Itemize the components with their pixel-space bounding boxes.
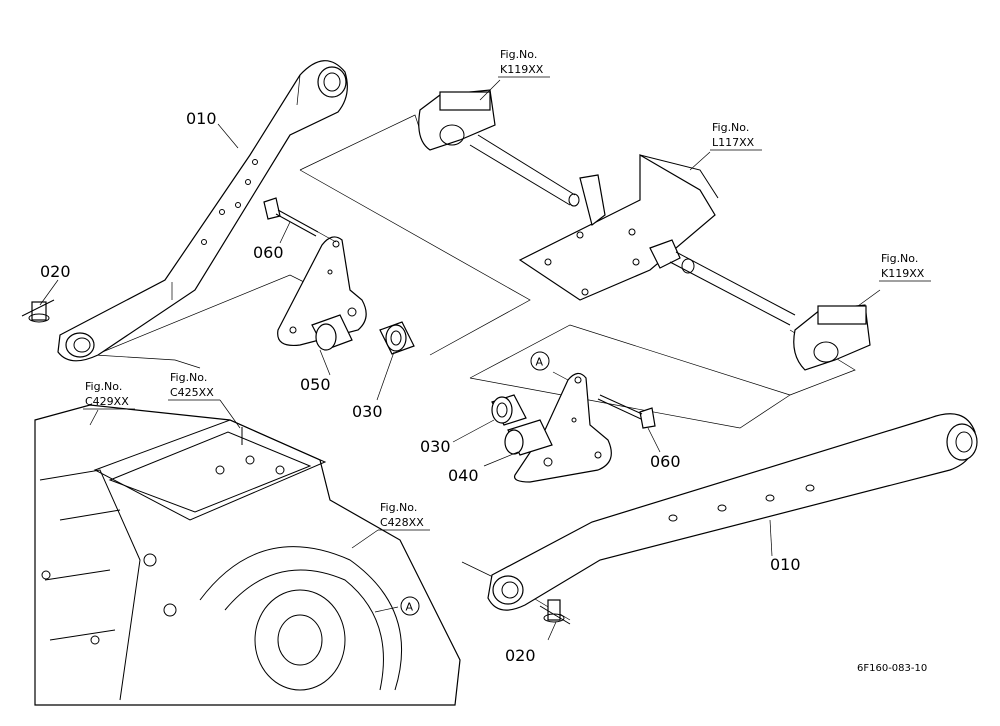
lynch-pin-right	[539, 599, 571, 625]
fig-ref-l117: Fig.No. L117XX	[710, 121, 762, 151]
fig-ref-k119-top-title: Fig.No.	[500, 48, 537, 61]
drawing-code: 6F160-083-10	[857, 663, 927, 674]
fig-ref-k119-right-code: K119XX	[881, 267, 925, 280]
bushing-upper	[379, 321, 415, 355]
label-020-right: 020	[505, 646, 536, 665]
fig-ref-c425-title: Fig.No.	[170, 371, 207, 384]
fig-ref-k119-top-code: K119XX	[500, 63, 544, 76]
hitch-bracket-right	[793, 304, 871, 371]
marker-a-top-text: A	[536, 356, 544, 369]
label-leaders	[39, 79, 881, 641]
marker-a-bottom: A	[400, 596, 420, 616]
fig-ref-c429-title: Fig.No.	[85, 380, 122, 393]
fig-ref-k119-right-title: Fig.No.	[881, 252, 918, 265]
label-060-lower: 060	[650, 452, 681, 471]
label-040: 040	[448, 466, 479, 485]
fig-ref-k119-right: Fig.No. K119XX	[879, 252, 931, 282]
lift-arm-left	[57, 60, 348, 362]
fig-ref-l117-title: Fig.No.	[712, 121, 749, 134]
bolt-upper	[263, 197, 337, 243]
bracket-lower	[504, 372, 612, 483]
label-010-right: 010	[770, 555, 801, 574]
lynch-pin-left	[21, 299, 55, 323]
fig-ref-c429-code: C429XX	[85, 395, 129, 408]
fig-ref-c425: Fig.No. C425XX	[168, 371, 220, 401]
transmission-housing	[34, 404, 461, 706]
label-060-upper: 060	[253, 243, 284, 262]
bolt-lower	[597, 394, 656, 429]
bracket-upper	[277, 236, 367, 351]
fig-ref-c429: Fig.No. C429XX	[83, 380, 135, 410]
label-050: 050	[300, 375, 331, 394]
bushing-lower	[491, 394, 527, 426]
fig-ref-c428-title: Fig.No.	[380, 501, 417, 514]
lift-arm-right	[487, 413, 978, 611]
label-030-upper: 030	[352, 402, 383, 421]
marker-a-bottom-text: A	[406, 601, 414, 614]
label-030-lower: 030	[420, 437, 451, 456]
cross-shaft-upper	[469, 134, 580, 207]
fig-ref-k119-top: Fig.No. K119XX	[498, 48, 550, 78]
marker-a-top: A	[530, 351, 550, 371]
hitch-plate	[518, 153, 719, 301]
fig-ref-c428: Fig.No. C428XX	[378, 501, 430, 531]
fig-ref-l117-code: L117XX	[712, 136, 755, 149]
fig-ref-c428-code: C428XX	[380, 516, 424, 529]
label-020-left: 020	[40, 262, 71, 281]
cross-shaft-lower	[669, 251, 796, 326]
label-010-left: 010	[186, 109, 217, 128]
hitch-bracket-top	[418, 89, 496, 151]
fig-ref-c425-code: C425XX	[170, 386, 214, 399]
